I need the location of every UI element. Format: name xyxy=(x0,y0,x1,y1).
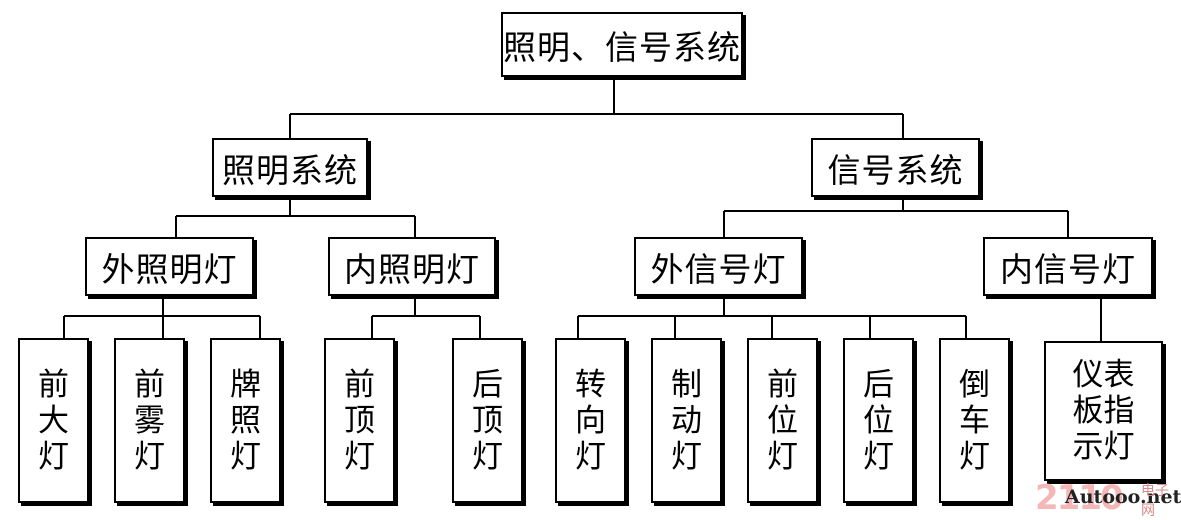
root-node: 照明、信号系统 xyxy=(501,12,743,77)
leaf-label: 仪表板指示灯 xyxy=(1072,357,1135,465)
watermark-chinese: 电子网 xyxy=(1141,483,1169,519)
exterior-signal-node: 外信号灯 xyxy=(634,237,803,296)
watermark-brand: Autooo.net xyxy=(1065,486,1181,508)
leaf-label: 制动灯 xyxy=(671,366,702,475)
interior-signal-label: 内信号灯 xyxy=(1000,249,1136,289)
interior-signal-node: 内信号灯 xyxy=(983,237,1153,296)
exterior-lighting-node: 外照明灯 xyxy=(85,237,254,296)
leaf-label: 牌照灯 xyxy=(230,366,261,475)
leaf-node: 制动灯 xyxy=(651,338,722,503)
lighting-system-label: 照明系统 xyxy=(222,150,358,190)
leaf-label: 前位灯 xyxy=(767,366,798,475)
watermark-number: 2110 xyxy=(1035,478,1124,518)
leaf-label: 前大灯 xyxy=(38,366,69,475)
leaf-label: 后顶灯 xyxy=(472,366,503,475)
interior-lighting-label: 内照明灯 xyxy=(344,249,480,289)
leaf-node: 转向灯 xyxy=(555,338,626,503)
leaf-node: 前大灯 xyxy=(18,338,89,503)
leaf-node: 前顶灯 xyxy=(324,338,395,503)
leaf-node: 倒车灯 xyxy=(939,338,1010,503)
exterior-lighting-label: 外照明灯 xyxy=(101,249,238,289)
signal-system-label: 信号系统 xyxy=(827,150,964,190)
leaf-label: 转向灯 xyxy=(575,366,606,475)
leaf-node: 仪表板指示灯 xyxy=(1044,341,1163,481)
exterior-signal-label: 外信号灯 xyxy=(650,249,787,289)
leaf-label: 前雾灯 xyxy=(134,366,165,475)
leaf-label: 后位灯 xyxy=(863,366,894,475)
signal-system-node: 信号系统 xyxy=(811,138,980,197)
interior-lighting-node: 内照明灯 xyxy=(328,237,496,296)
leaf-node: 后顶灯 xyxy=(452,338,523,503)
leaf-label: 前顶灯 xyxy=(344,366,375,475)
leaf-node: 前位灯 xyxy=(747,338,818,503)
leaf-node: 牌照灯 xyxy=(210,338,281,503)
leaf-node: 后位灯 xyxy=(843,338,914,503)
lighting-system-node: 照明系统 xyxy=(212,138,368,197)
leaf-node: 前雾灯 xyxy=(114,338,185,503)
watermark-logo: 2110 Autooo.net 电子网 xyxy=(1035,478,1181,520)
root-node-label: 照明、信号系统 xyxy=(503,27,741,67)
leaf-label: 倒车灯 xyxy=(959,366,990,475)
